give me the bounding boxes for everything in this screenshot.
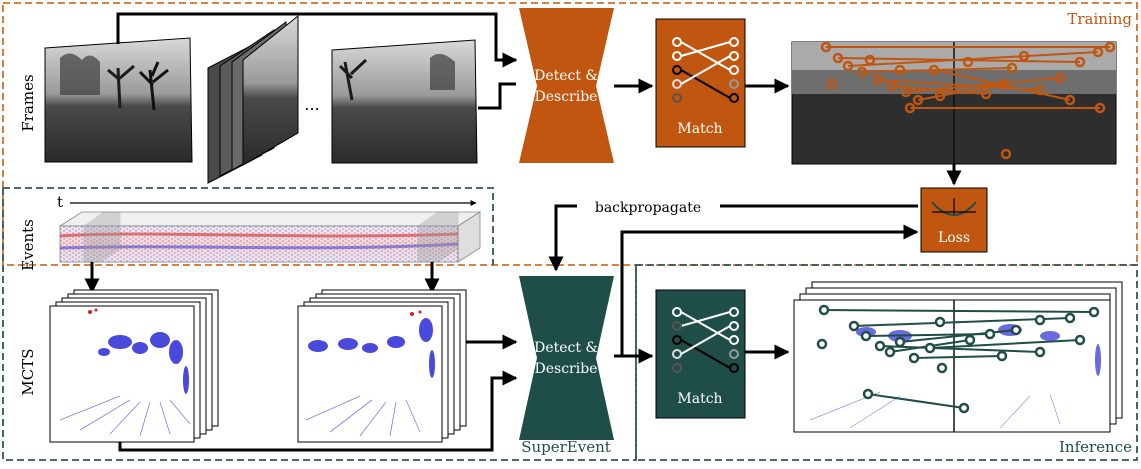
training-region-border	[2, 2, 1138, 266]
frame-stack	[207, 14, 299, 184]
backpropagate-arrow-down	[548, 204, 577, 272]
match-training-label: Match	[677, 121, 722, 137]
detect-training-line2: Describe	[535, 89, 598, 105]
detect-inference-line2: Describe	[535, 361, 598, 377]
event-volume	[58, 211, 482, 263]
ellipsis-text: ...	[304, 95, 319, 114]
training-label: Training	[1067, 10, 1132, 28]
training-match-result-image	[791, 41, 1117, 165]
inference-match-result-image	[793, 281, 1123, 433]
frames-to-detect-arrow	[116, 12, 518, 68]
frames-label: Frames	[19, 74, 37, 131]
match-inference-icon	[672, 307, 739, 373]
mcts-stack-1	[49, 289, 219, 443]
mcts1-to-detect-arrow	[118, 370, 518, 452]
detect-describe-training-block	[519, 8, 614, 163]
time-axis-label: t	[57, 193, 63, 211]
detect-inference-line1: Detect &	[534, 340, 598, 356]
inference-label: Inference	[1059, 438, 1132, 456]
inference-to-loss-arrow	[620, 224, 919, 356]
loss-curve-icon	[931, 198, 977, 216]
match-training-icon	[672, 37, 739, 103]
loss-label: Loss	[938, 230, 970, 246]
frames2-to-detect-arrow	[478, 82, 516, 110]
events-label: Events	[19, 219, 37, 271]
backpropagate-label: backpropagate	[595, 200, 701, 216]
mcts-label: MCTS	[19, 348, 37, 395]
inference-region-border	[635, 264, 1138, 461]
frame-image-2	[331, 39, 478, 164]
match-inference-label: Match	[677, 391, 722, 407]
detect-training-line1: Detect &	[534, 68, 598, 84]
superevent-region-border	[2, 187, 637, 461]
frame-image-1	[44, 37, 193, 163]
detect-describe-inference-block	[519, 276, 614, 440]
mcts-stack-2	[297, 289, 467, 443]
superevent-label: SuperEvent	[521, 438, 611, 456]
